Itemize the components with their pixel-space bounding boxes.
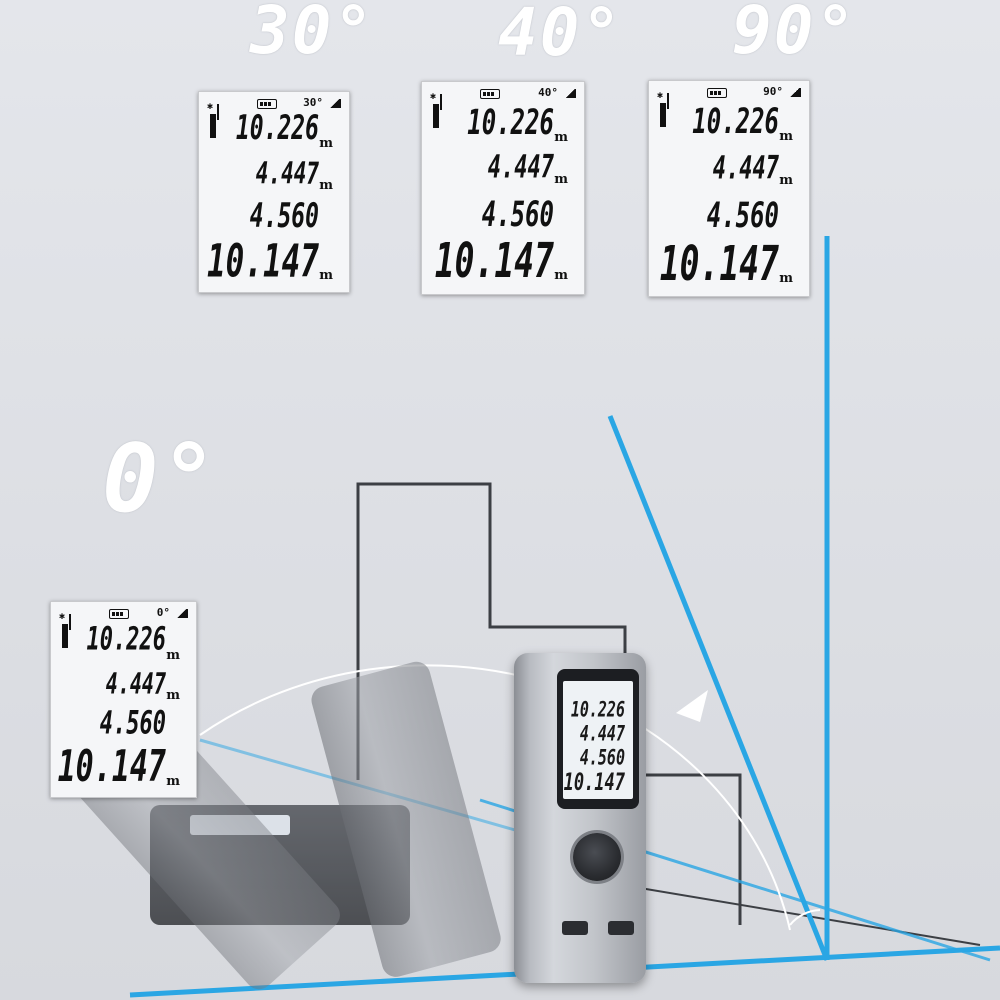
lcd-line-1: 10.226 <box>86 622 166 659</box>
lcd-unit-4: m <box>319 268 333 283</box>
device-line-3: 4.560 <box>579 745 625 771</box>
arc-arrowhead <box>676 690 708 722</box>
lcd-unit-1: m <box>166 648 180 663</box>
lcd-unit-1: m <box>779 129 793 144</box>
measure-knob[interactable] <box>573 833 621 881</box>
angle-label-0: 0° <box>102 425 220 534</box>
lcd-line-4: 10.147 <box>57 742 166 793</box>
laser-distance-meter: 10.226 4.447 4.560 10.147 <box>514 653 646 983</box>
lcd-line-2: 4.447 <box>712 151 779 188</box>
lcd-display-40: ✱ 40° 10.226 m 4.447 m 4.560 10.147 m <box>421 81 585 295</box>
lcd-unit-4: m <box>779 271 793 286</box>
lcd-display-90: ✱ 90° 10.226 m 4.447 m 4.560 10.147 m <box>648 80 810 297</box>
lcd-angle: 30° <box>303 96 323 109</box>
angle-label-30: 30° <box>250 0 376 69</box>
angle-mark <box>789 909 821 926</box>
lcd-angle: 0° <box>156 606 170 619</box>
lcd-display-0: ✱ 0° 10.226 m 4.447 m 4.560 10.147 m <box>50 601 197 798</box>
angle-label-90: 90° <box>732 0 858 69</box>
lcd-unit-4: m <box>166 774 180 789</box>
lcd-line-3: 4.560 <box>249 198 319 236</box>
lcd-angle: 40° <box>538 86 558 99</box>
lcd-line-4: 10.147 <box>207 236 319 289</box>
battery-icon <box>257 99 277 109</box>
battery-icon <box>707 88 727 98</box>
battery-icon <box>480 89 500 99</box>
device-screen: 10.226 4.447 4.560 10.147 <box>557 669 639 809</box>
lcd-unit-1: m <box>319 136 333 151</box>
lcd-unit-2: m <box>554 172 568 187</box>
right-button[interactable] <box>608 921 634 935</box>
lcd-line-3: 4.560 <box>706 195 779 236</box>
signal-icon <box>176 609 188 618</box>
lcd-angle: 90° <box>763 85 783 98</box>
lcd-line-2: 4.447 <box>105 666 166 701</box>
lcd-line-4: 10.147 <box>659 235 779 292</box>
lcd-line-3: 4.560 <box>99 706 166 743</box>
wall-outline <box>356 482 742 925</box>
lcd-line-4: 10.147 <box>434 232 554 289</box>
laser-mode-icon: ✱ <box>430 92 446 128</box>
lcd-line-1: 10.226 <box>692 101 779 142</box>
lcd-unit-4: m <box>554 268 568 283</box>
lcd-line-1: 10.226 <box>235 110 319 148</box>
laser-mode-icon: ✱ <box>59 612 75 648</box>
lcd-display-30: ✱ 30° 10.226 m 4.447 m 4.560 10.147 m <box>198 91 350 293</box>
device-line-4: 10.147 <box>563 769 625 797</box>
laser-mode-icon: ✱ <box>207 102 223 138</box>
lcd-line-1: 10.226 <box>467 102 554 143</box>
device-line-1: 10.226 <box>570 697 625 723</box>
lcd-line-2: 4.447 <box>255 156 319 191</box>
device-line-2: 4.447 <box>579 721 625 747</box>
lcd-unit-1: m <box>554 130 568 145</box>
battery-icon <box>109 609 129 619</box>
lcd-line-2: 4.447 <box>487 150 554 187</box>
signal-icon <box>564 89 576 98</box>
angle-label-40: 40° <box>498 0 624 71</box>
left-button[interactable] <box>562 921 588 935</box>
signal-icon <box>789 88 801 97</box>
signal-icon <box>329 99 341 108</box>
lcd-unit-2: m <box>319 178 333 193</box>
lcd-unit-2: m <box>166 688 180 703</box>
laser-diagonal <box>607 415 830 961</box>
lcd-line-3: 4.560 <box>481 194 554 235</box>
lcd-unit-2: m <box>779 173 793 188</box>
laser-mode-icon: ✱ <box>657 91 673 127</box>
